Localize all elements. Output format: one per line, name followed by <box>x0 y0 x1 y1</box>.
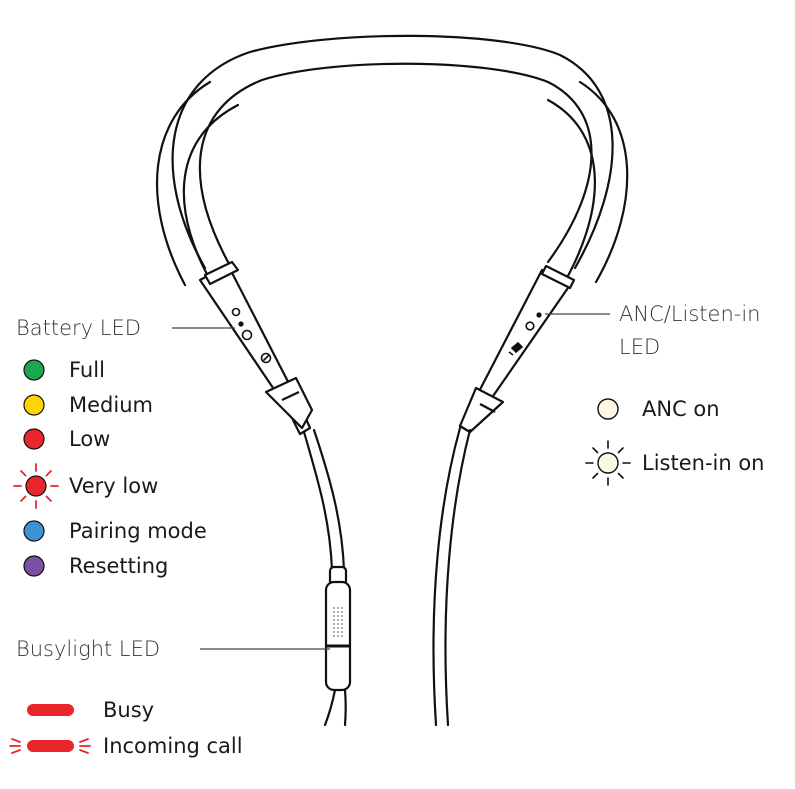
battery-low-label: Low <box>69 427 111 451</box>
battery-very-low-flashing-icon <box>13 463 59 509</box>
anc-on-label: ANC on <box>642 397 720 421</box>
busy-bar-icon <box>27 704 74 716</box>
battery-full-icon <box>23 359 45 381</box>
anc-led-indicator <box>508 312 542 356</box>
incoming-call-label: Incoming call <box>103 734 243 758</box>
battery-medium-label: Medium <box>69 393 153 417</box>
neckband <box>156 34 629 292</box>
anc-on-icon <box>597 398 619 420</box>
battery-pairing-icon <box>23 520 45 542</box>
listen-in-flashing-icon <box>585 440 631 486</box>
battery-medium-icon <box>23 394 45 416</box>
battery-led-callout: Battery LED <box>16 316 141 340</box>
battery-pairing-label: Pairing mode <box>69 519 207 543</box>
left-earbud-module <box>198 260 314 436</box>
incoming-call-flashing-bar-icon <box>9 738 91 754</box>
battery-low-icon <box>23 428 45 450</box>
remote-speaker-grille <box>333 607 343 637</box>
busy-label: Busy <box>103 698 155 722</box>
battery-full-label: Full <box>69 358 105 382</box>
listen-in-on-label: Listen-in on <box>642 451 765 475</box>
busylight-led-callout: Busylight LED <box>16 637 161 661</box>
cables <box>302 426 472 727</box>
anc-led-callout-line1: ANC/Listen-in <box>619 302 761 326</box>
anc-led-callout-line2: LED <box>619 335 661 359</box>
battery-resetting-icon <box>23 555 45 577</box>
battery-resetting-label: Resetting <box>69 554 169 578</box>
battery-very-low-label: Very low <box>69 474 159 498</box>
battery-led-indicator <box>231 307 272 364</box>
